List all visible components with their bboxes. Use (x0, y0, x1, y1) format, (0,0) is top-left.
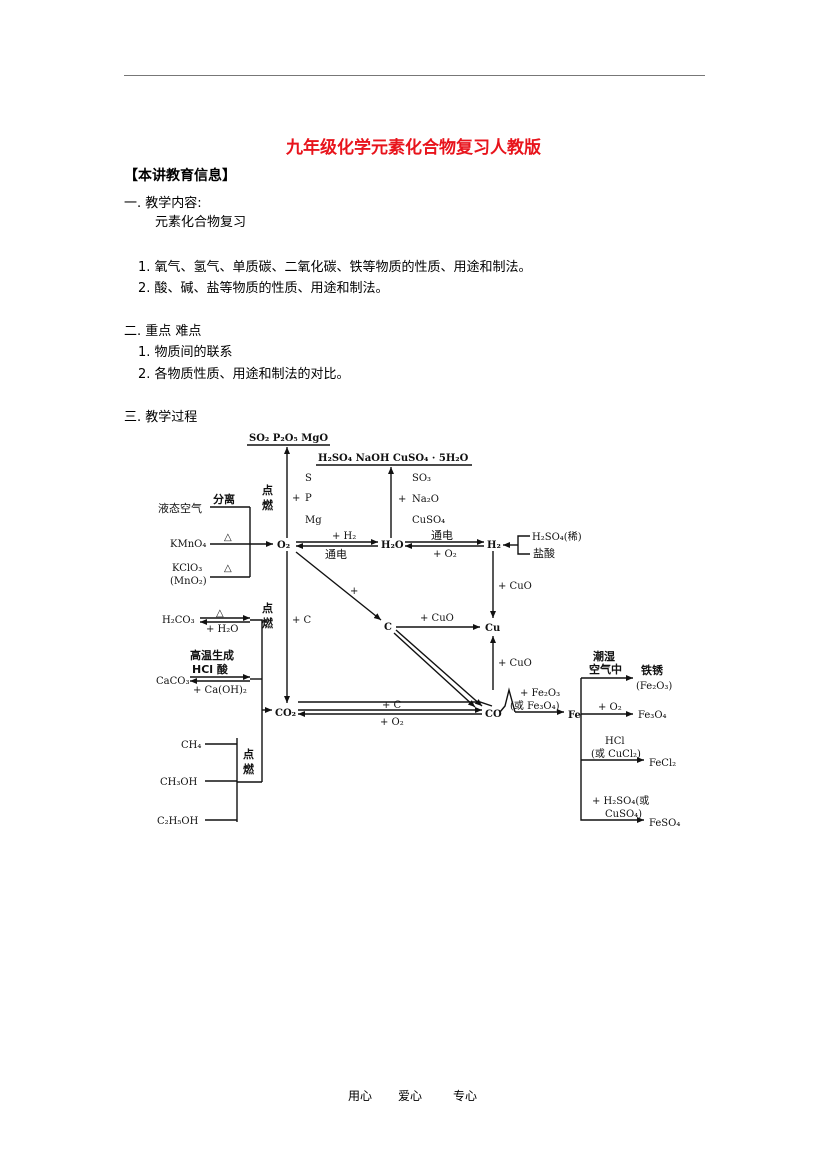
label-or-fe3o4: (或 Fe₃O₄) (510, 700, 560, 712)
label-delta: △ (224, 532, 232, 543)
connector (517, 535, 530, 555)
label-hcl-acid: HCl 酸 (192, 662, 229, 676)
label-dian: 点 (243, 747, 254, 761)
info-header: 【本讲教育信息】 (124, 168, 236, 184)
label-rust: 铁锈 (641, 663, 664, 677)
label-mg: Mg (305, 515, 322, 526)
label-caco3: CaCO₃ (156, 676, 189, 687)
connector (499, 687, 516, 713)
label-plus-h2: + H₂ (332, 531, 356, 542)
plus: + (292, 493, 300, 504)
label-plus-h2so4: + H₂SO₄(或 (592, 795, 649, 807)
footer-text: 专心 (453, 1089, 478, 1103)
label-dian: 点 (262, 483, 273, 497)
label-dian: 点 (262, 601, 273, 615)
label-p: P (305, 493, 312, 504)
node-h2o: H₂O (381, 540, 404, 551)
label-s: S (305, 473, 312, 484)
label-feso4: FeSO₄ (649, 818, 680, 829)
label-fecl2: FeCl₂ (649, 758, 676, 769)
label-so3: SO₃ (412, 473, 431, 484)
label-plus-o2: + O₂ (380, 717, 404, 728)
label-ran: 燃 (242, 762, 255, 776)
label-plus-o2: + O₂ (433, 549, 457, 560)
label-plus-fe2o3: + Fe₂O₃ (520, 688, 560, 699)
arrow (295, 551, 382, 621)
label-plus-o2: + O₂ (598, 702, 622, 713)
label-ran: 燃 (261, 498, 274, 512)
node-c: C (384, 622, 392, 633)
label-na2o: Na₂O (412, 494, 439, 505)
footer-text: 用心 (348, 1089, 373, 1103)
label-kclo3: KClO₃ (172, 563, 202, 574)
label-plus-c: + C (382, 700, 402, 711)
label-kmno4: KMnO₄ (170, 539, 206, 550)
label-plus-caoh2: + Ca(OH)₂ (193, 685, 247, 696)
label-plus-cuo: + CuO (498, 658, 532, 669)
list-item: 2. 各物质性质、用途和制法的对比。 (138, 367, 350, 382)
label-tongdian: 通电 (431, 529, 453, 542)
label-tongdian: 通电 (325, 548, 347, 561)
header-rule (124, 75, 705, 76)
label-fe3o4: Fe₃O₄ (638, 710, 667, 721)
label-ran: 燃 (261, 616, 274, 630)
node-cu: Cu (485, 623, 500, 634)
label-fenli: 分离 (213, 492, 235, 506)
label-fe2o3: (Fe₂O₃) (636, 681, 672, 692)
label-hcl: HCl (605, 736, 625, 747)
label-delta: △ (224, 563, 232, 574)
page-title: 九年级化学元素化合物复习人教版 (286, 138, 541, 158)
label-gaowen: 高温生成 (190, 648, 234, 662)
label-ch3oh: CH₃OH (160, 777, 198, 788)
connector (298, 701, 493, 707)
arrow (395, 629, 483, 707)
plus: + (350, 586, 358, 597)
label-c2h5oh: C₂H₅OH (157, 816, 199, 827)
label-or-cucl2: (或 CuCl₂) (591, 748, 641, 760)
label-h2co3: H₂CO₃ (162, 615, 195, 626)
label-yansuan: 盐酸 (533, 546, 555, 560)
node-co: CO (485, 709, 502, 720)
arrow (580, 793, 644, 823)
node-h2: H₂ (487, 540, 501, 551)
node-fe: Fe (568, 710, 581, 721)
list-item: 1. 物质间的联系 (138, 345, 233, 360)
list-item: 2. 酸、碱、盐等物质的性质、用途和制法。 (138, 281, 389, 296)
products-h2so4: H₂SO₄ NaOH CuSO₄ · 5H₂O (318, 453, 469, 464)
section-1-heading: 一. 教学内容: (124, 196, 202, 211)
products-so2: SO₂ P₂O₅ MgO (249, 433, 328, 444)
list-item: 1. 氧气、氢气、单质碳、二氧化碳、铁等物质的性质、用途和制法。 (138, 260, 532, 275)
footer-text: 爱心 (398, 1089, 423, 1103)
section-2-heading: 二. 重点 难点 (124, 324, 202, 339)
label-plus-cuo: + CuO (498, 581, 532, 592)
label-ch4: CH₄ (181, 740, 201, 751)
label-plus-c: + C (292, 615, 312, 626)
label-h2so4-dilute: H₂SO₄(稀) (532, 530, 582, 543)
label-cuso4: CuSO₄ (412, 515, 445, 526)
node-o2: O₂ (277, 540, 290, 551)
label-plus-cuo: + CuO (420, 613, 454, 624)
label-delta: △ (216, 608, 224, 619)
label-plus-h2o: + H₂O (206, 624, 239, 635)
node-co2: CO₂ (275, 708, 296, 719)
section-3-heading: 三. 教学过程 (124, 410, 198, 425)
arrow (393, 632, 476, 708)
label-liquid-air: 液态空气 (158, 501, 202, 515)
label-kongqi: 空气中 (589, 662, 622, 676)
connector (250, 619, 263, 710)
label-mno2: (MnO₂) (170, 576, 207, 587)
section-1-subtitle: 元素化合物复习 (155, 215, 247, 230)
label-chaoshi: 潮湿 (593, 649, 615, 663)
plus: + (398, 494, 406, 505)
label-cuso4: CuSO₄) (605, 809, 642, 820)
